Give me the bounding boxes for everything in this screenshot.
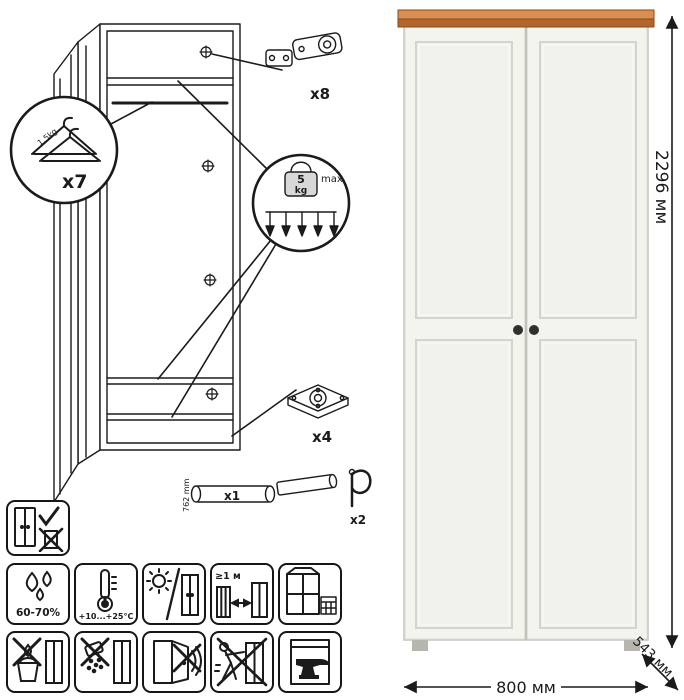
care-icon-no-abrasives <box>74 631 138 693</box>
product-view: 2296 мм 800 мм 543 мм <box>397 9 679 697</box>
airing-icon <box>14 506 64 552</box>
cabinet-icon <box>153 640 173 684</box>
assembly-diagram: 1.5kg x7 5 kg max <box>9 23 372 527</box>
wardrobe-render <box>397 9 655 651</box>
panel-upper-left <box>415 41 513 319</box>
foot-part: x4 <box>287 384 349 446</box>
hook-part: x2 <box>348 468 372 527</box>
care-icon-ventilation <box>278 563 342 625</box>
height-dimension-label: 2296 мм <box>651 150 671 224</box>
hinge-marks <box>199 45 219 401</box>
load-value-label: 5 <box>297 173 305 186</box>
humidity-range-label: 60-70% <box>16 607 61 619</box>
rod-length-label: 762 mm <box>182 478 191 512</box>
depth-dimension-label: 543 мм <box>629 634 676 681</box>
sunlight-icon <box>146 567 199 621</box>
slash-icon <box>165 567 181 621</box>
radiator-icon <box>216 586 231 618</box>
foot-count-label: x4 <box>312 428 332 446</box>
wardrobe-line-drawing <box>53 23 241 503</box>
care-icon-heavy-load <box>278 631 342 693</box>
side-panel <box>77 23 101 465</box>
wood-top <box>397 9 655 28</box>
temperature-icon: +10...+25°C <box>79 569 134 621</box>
check-icon <box>38 506 60 527</box>
load-distribution-arrows <box>265 211 339 237</box>
load-qualifier-label: max <box>321 174 343 185</box>
cabinet-icon <box>290 639 330 685</box>
care-icon-temperature: +10...+25°C <box>74 563 138 625</box>
no-abrasives-icon <box>80 637 131 684</box>
thermometer-icon <box>100 569 110 599</box>
hanger-count-label: x7 <box>62 171 87 193</box>
panel-upper-right <box>539 41 637 319</box>
humidity-icon: 60-70% <box>16 570 61 619</box>
panel-lower-left <box>415 339 513 629</box>
rod-count-label: x1 <box>224 489 240 503</box>
load-callout: 5 kg max <box>251 153 351 253</box>
weight-icon: 5 kg <box>284 161 318 197</box>
ventilation-window-icon <box>286 567 337 615</box>
foot-left <box>412 640 428 651</box>
heavy-load-icon <box>290 639 330 685</box>
hinge-count-label: x8 <box>310 85 330 103</box>
arrow-right-icon <box>243 598 253 608</box>
care-icon-heat-distance: ≥1 м <box>210 563 274 625</box>
load-unit-label: kg <box>295 186 307 196</box>
depth-dimension-arrow <box>641 653 679 691</box>
door-icon <box>171 640 189 684</box>
knob-left <box>513 325 523 335</box>
foot-right <box>624 640 640 651</box>
temperature-range-label: +10...+25°C <box>79 612 134 621</box>
care-icon-airing <box>6 500 70 556</box>
care-icon-no-wet-cleaning <box>6 631 70 693</box>
knob-right <box>529 325 539 335</box>
door-panels <box>415 41 637 629</box>
drop-icon <box>25 571 39 593</box>
no-dragging-icon <box>214 637 268 687</box>
care-icon-humidity: 60-70% <box>6 563 70 625</box>
min-distance-label: ≥1 м <box>215 571 241 582</box>
care-icon-sunlight <box>142 563 206 625</box>
hinge-part: x8 <box>265 32 343 103</box>
width-dimension-label: 800 мм <box>496 678 556 697</box>
care-icon-no-dragging <box>210 631 274 693</box>
leader-lines <box>110 53 297 437</box>
anvil-icon <box>296 659 330 679</box>
no-wet-cleaning-icon <box>12 637 63 684</box>
sun-icon <box>152 574 166 588</box>
panel-lower-right <box>539 339 637 629</box>
hook-count-label: x2 <box>350 513 366 527</box>
rod-part: 762 mm x1 <box>182 473 338 512</box>
carcass-front <box>99 23 241 451</box>
hanger-callout: 1.5kg x7 <box>9 95 119 205</box>
calendar-icon <box>320 596 337 615</box>
no-door-slam-icon <box>153 640 202 684</box>
arrow-left-icon <box>229 598 239 608</box>
heat-distance-icon: ≥1 м <box>215 571 268 618</box>
hanger-icon <box>31 116 101 162</box>
care-icon-no-door-slam <box>142 631 206 693</box>
bucket-icon <box>16 662 40 682</box>
